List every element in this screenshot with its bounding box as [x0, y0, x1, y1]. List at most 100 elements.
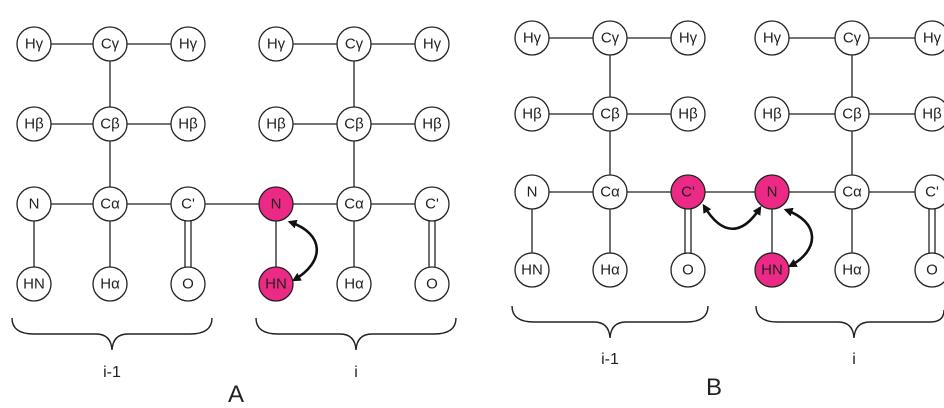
atom-a2-n-highlighted: N [258, 186, 294, 222]
atom-a-hg-left: Hγ [16, 26, 52, 62]
atom-a-hg-right: Hγ [170, 26, 206, 62]
atom-b-n: N [514, 174, 550, 210]
atom-b2-cb: Cβ [834, 96, 870, 132]
atom-a2-hn-highlighted: HN [258, 266, 294, 302]
atom-a-cg: Cγ [92, 26, 128, 62]
svg-text:N: N [767, 184, 778, 201]
svg-text:Hβ: Hβ [522, 106, 542, 123]
atom-b-cb: Cβ [592, 96, 628, 132]
atom-b2-hg-left: Hγ [754, 20, 790, 56]
svg-text:Hγ: Hγ [423, 36, 442, 53]
atom-b2-ca: Cα [834, 174, 870, 210]
atom-a-cb: Cβ [92, 106, 128, 142]
atom-a-n: N [16, 186, 52, 222]
atom-a-ha: Hα [92, 266, 128, 302]
atom-a-ca: Cα [92, 186, 128, 222]
svg-text:Hβ: Hβ [422, 116, 442, 133]
residue-label-a-res1: i-1 [103, 364, 121, 381]
svg-text:Hβ: Hβ [922, 106, 942, 123]
svg-text:Hα: Hα [100, 276, 120, 293]
brace-b-res2 [755, 305, 944, 339]
atom-b-o: O [670, 252, 706, 288]
residue-label-b-res2: i [852, 351, 856, 368]
svg-text:Cγ: Cγ [101, 36, 120, 53]
svg-text:Cα: Cα [600, 184, 620, 201]
atom-b2-hg-right: Hγ [914, 20, 944, 56]
svg-text:N: N [271, 196, 282, 213]
svg-text:Hβ: Hβ [24, 116, 44, 133]
svg-text:Hγ: Hγ [679, 30, 698, 47]
svg-text:Cα: Cα [344, 196, 364, 213]
svg-text:Cβ: Cβ [100, 116, 120, 133]
atom-a2-c: C' [414, 186, 450, 222]
residue-label-a-res2: i [354, 364, 358, 381]
atom-b-c-highlighted: C' [670, 174, 706, 210]
svg-text:Hβ: Hβ [178, 116, 198, 133]
brace-a-res1 [11, 317, 213, 351]
panel-b: Hγ Cγ Hγ Hβ Cβ Hβ N Cα C' HN Hα O Hγ Cγ … [511, 20, 944, 401]
svg-text:Cβ: Cβ [842, 106, 862, 123]
svg-text:HN: HN [23, 276, 45, 293]
atom-a2-cb: Cβ [336, 106, 372, 142]
atom-b2-ha: Hα [834, 252, 870, 288]
correlation-arrow-b-n-to-hn [783, 207, 814, 268]
atom-a2-hg-right: Hγ [414, 26, 450, 62]
atom-a-hb-left: Hβ [16, 106, 52, 142]
svg-text:Hα: Hα [344, 276, 364, 293]
atom-b-ha: Hα [592, 252, 628, 288]
svg-text:Cβ: Cβ [344, 116, 364, 133]
panel-a: Hγ Cγ Hγ Hβ Cβ Hβ N Cα C' HN Hα O Hγ Cγ … [11, 26, 457, 408]
svg-text:HN: HN [265, 276, 287, 293]
svg-text:C': C' [181, 196, 195, 213]
bonds-a-res2 [275, 43, 436, 284]
atom-b2-c: C' [914, 174, 944, 210]
atom-b2-n-highlighted: N [754, 174, 790, 210]
svg-text:Hβ: Hβ [678, 106, 698, 123]
brace-a-res2 [255, 317, 457, 351]
atom-b2-o: O [914, 252, 944, 288]
bonds-b-res1 [531, 37, 772, 270]
svg-text:Cα: Cα [100, 196, 120, 213]
svg-text:Hγ: Hγ [523, 30, 542, 47]
atom-a2-hb-left: Hβ [258, 106, 294, 142]
correlation-arrow-b-c-to-n [702, 203, 762, 231]
bonds-b-res2 [771, 37, 936, 270]
svg-text:O: O [682, 262, 694, 279]
svg-text:O: O [926, 262, 938, 279]
panel-label-a: A [228, 381, 244, 408]
atom-b2-cg: Cγ [834, 20, 870, 56]
panel-label-b: B [706, 374, 722, 401]
svg-text:HN: HN [761, 262, 783, 279]
atom-b-hb-left: Hβ [514, 96, 550, 132]
atom-b2-hb-right: Hβ [914, 96, 944, 132]
svg-text:C': C' [681, 184, 695, 201]
atom-b2-hb-left: Hβ [754, 96, 790, 132]
svg-text:HN: HN [521, 262, 543, 279]
svg-text:Cγ: Cγ [601, 30, 620, 47]
svg-text:Cγ: Cγ [345, 36, 364, 53]
residue-label-b-res1: i-1 [601, 351, 619, 368]
svg-text:Cα: Cα [842, 184, 862, 201]
bonds-a-res1 [33, 43, 276, 284]
atom-a-o: O [170, 266, 206, 302]
svg-text:Hα: Hα [600, 262, 620, 279]
svg-text:Hγ: Hγ [267, 36, 286, 53]
atom-a-hb-right: Hβ [170, 106, 206, 142]
atom-a2-ca: Cα [336, 186, 372, 222]
atom-a2-hg-left: Hγ [258, 26, 294, 62]
atom-b-cg: Cγ [592, 20, 628, 56]
atom-b2-hn-highlighted: HN [754, 252, 790, 288]
svg-text:N: N [29, 196, 40, 213]
brace-b-res1 [511, 305, 709, 339]
atom-b-hg-left: Hγ [514, 20, 550, 56]
atom-a-hn: HN [16, 266, 52, 302]
svg-text:O: O [426, 276, 438, 293]
atom-b-hg-right: Hγ [670, 20, 706, 56]
svg-text:Hγ: Hγ [923, 30, 942, 47]
svg-text:Hβ: Hβ [762, 106, 782, 123]
svg-text:O: O [182, 276, 194, 293]
atom-b-hb-right: Hβ [670, 96, 706, 132]
atom-a2-ha: Hα [336, 266, 372, 302]
svg-text:Hβ: Hβ [266, 116, 286, 133]
